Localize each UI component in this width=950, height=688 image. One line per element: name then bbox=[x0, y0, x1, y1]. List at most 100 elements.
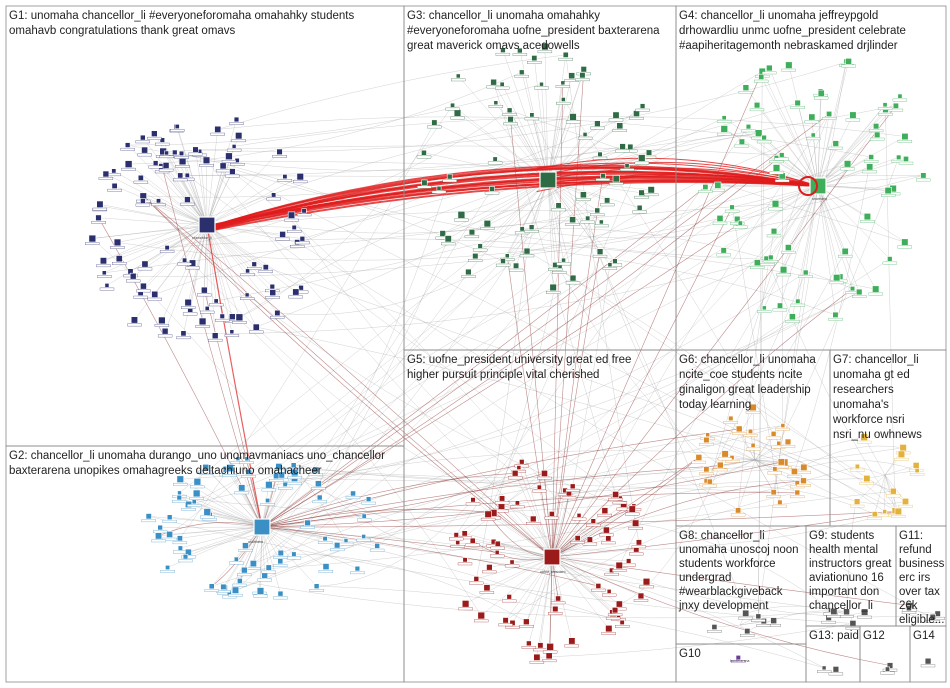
node bbox=[225, 152, 233, 161]
edge bbox=[161, 224, 208, 321]
node bbox=[605, 535, 612, 542]
node-label-box bbox=[158, 168, 174, 172]
node bbox=[849, 111, 857, 119]
node bbox=[124, 142, 131, 148]
node bbox=[843, 608, 850, 616]
node-label-box bbox=[247, 267, 262, 270]
node bbox=[737, 220, 743, 226]
node bbox=[768, 254, 774, 261]
node bbox=[612, 175, 620, 183]
node-label-box bbox=[468, 259, 483, 262]
edge bbox=[206, 224, 257, 328]
edge bbox=[479, 179, 549, 247]
node-label-box bbox=[702, 484, 717, 488]
node-label-box bbox=[441, 242, 456, 246]
edge bbox=[817, 185, 894, 189]
node bbox=[241, 566, 248, 574]
node-label-box bbox=[552, 271, 567, 274]
node bbox=[204, 305, 210, 311]
node bbox=[871, 511, 878, 518]
node-label-box bbox=[361, 501, 376, 505]
node bbox=[301, 208, 307, 214]
node bbox=[290, 462, 297, 469]
node-label-box bbox=[745, 411, 761, 414]
group-title-g6-line: ncite_coe students ncite bbox=[679, 369, 802, 381]
group-title-g2-line: G2: chancellor_li unomaha durango_uno un… bbox=[9, 450, 385, 462]
node bbox=[486, 564, 493, 571]
node bbox=[244, 292, 250, 298]
node-label-box bbox=[330, 548, 345, 552]
node bbox=[361, 534, 367, 539]
node bbox=[721, 450, 729, 458]
node bbox=[884, 187, 892, 195]
node bbox=[453, 109, 462, 117]
node bbox=[102, 170, 110, 178]
node bbox=[282, 481, 288, 487]
node-label-box bbox=[629, 117, 644, 120]
node bbox=[912, 462, 920, 469]
node bbox=[231, 144, 237, 149]
node-label-box bbox=[612, 501, 628, 505]
edge bbox=[206, 224, 302, 288]
edge bbox=[540, 556, 553, 646]
node-label-box bbox=[612, 129, 627, 132]
node bbox=[776, 302, 783, 309]
node bbox=[546, 642, 554, 651]
edge bbox=[770, 185, 819, 258]
edge bbox=[261, 526, 498, 553]
node-label-box bbox=[482, 570, 497, 574]
node bbox=[770, 228, 778, 235]
node-label-box bbox=[151, 539, 166, 543]
edge bbox=[707, 434, 885, 512]
node bbox=[252, 323, 260, 331]
edge bbox=[206, 224, 248, 295]
group-title-g12: G12 bbox=[863, 630, 885, 642]
node-layer bbox=[85, 42, 945, 676]
node bbox=[233, 116, 240, 123]
group-title-g11: G11: refund business erc irs over tax 26… bbox=[899, 530, 948, 626]
node bbox=[569, 274, 577, 282]
node-label-box bbox=[490, 554, 505, 558]
node bbox=[350, 490, 356, 497]
node-label-box bbox=[534, 86, 549, 90]
edge bbox=[551, 556, 891, 666]
node-label-box bbox=[580, 220, 595, 224]
node bbox=[821, 665, 827, 671]
edge bbox=[551, 556, 614, 614]
node bbox=[738, 138, 745, 145]
group-title-g9-line: instructors great bbox=[809, 558, 892, 570]
node-label-box bbox=[633, 599, 649, 602]
node bbox=[500, 47, 506, 53]
edge bbox=[148, 516, 853, 624]
hub-node bbox=[253, 518, 271, 536]
node bbox=[436, 185, 442, 191]
edge bbox=[217, 54, 566, 130]
node bbox=[313, 583, 320, 590]
group-title-g11-line: refund bbox=[899, 544, 932, 556]
edge bbox=[754, 459, 774, 493]
edge bbox=[551, 493, 570, 558]
node bbox=[747, 428, 753, 434]
node-label-box bbox=[162, 519, 177, 523]
node-label-box bbox=[577, 136, 593, 140]
node bbox=[177, 490, 182, 496]
node bbox=[638, 154, 646, 162]
node bbox=[894, 507, 902, 516]
node bbox=[770, 430, 777, 437]
node bbox=[214, 125, 222, 133]
node-label-box bbox=[500, 258, 515, 261]
edge bbox=[528, 556, 553, 644]
panel-g2 bbox=[5, 445, 405, 683]
node-label-box bbox=[850, 468, 865, 472]
edge bbox=[472, 540, 553, 561]
edge bbox=[142, 137, 208, 226]
node bbox=[174, 124, 180, 129]
edge bbox=[817, 185, 876, 290]
node bbox=[468, 229, 476, 236]
edge bbox=[633, 486, 875, 515]
node bbox=[298, 284, 304, 291]
node-label-box bbox=[857, 440, 872, 444]
edge bbox=[817, 136, 905, 187]
node bbox=[529, 515, 537, 523]
node-label-box bbox=[112, 262, 127, 265]
